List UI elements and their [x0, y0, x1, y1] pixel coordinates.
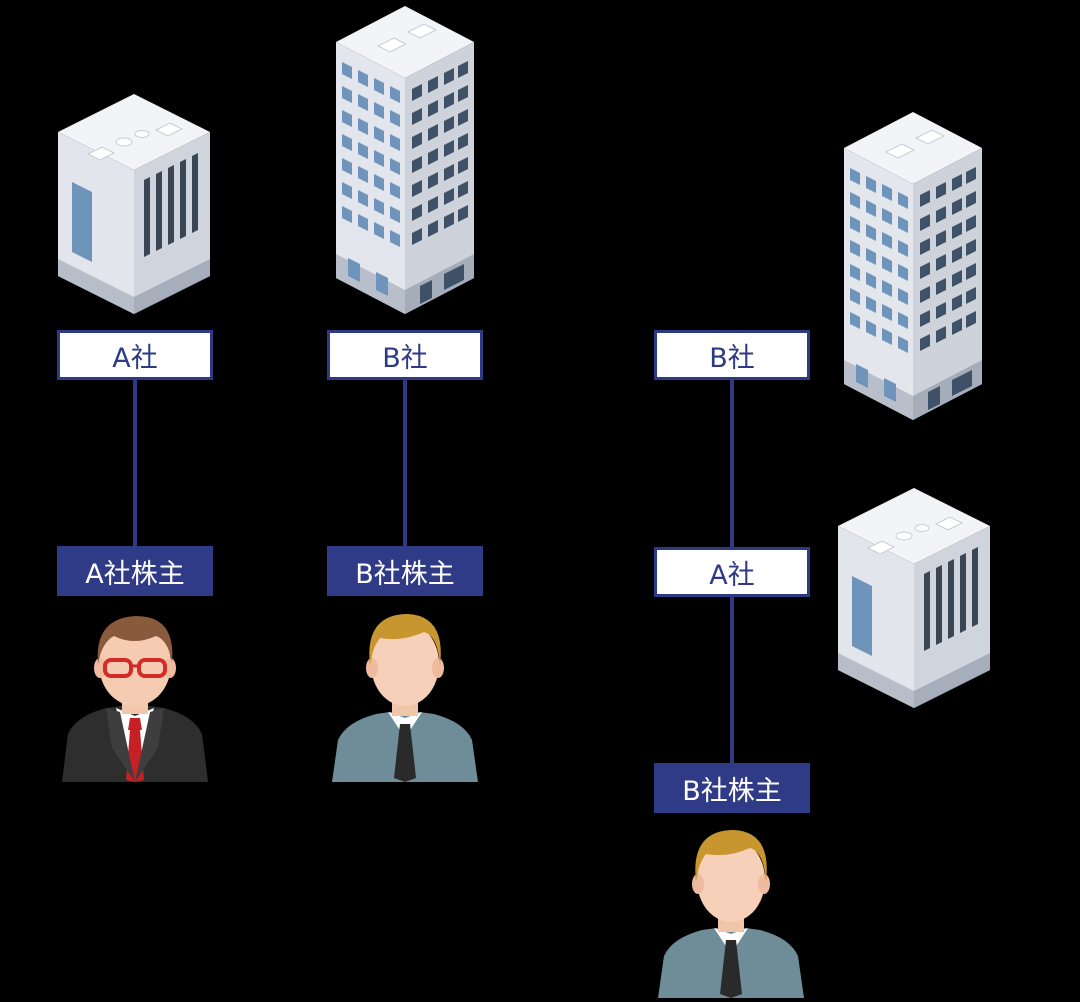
connector-line [403, 380, 407, 546]
subsidiary-company-a-label: A社 [654, 547, 810, 597]
shareholder-b-avatar [332, 614, 478, 782]
connector-line [133, 380, 137, 546]
connector-line [730, 597, 734, 763]
company-b-shareholder-label: B社株主 [327, 546, 483, 596]
building-a-illustration-right [838, 488, 990, 708]
company-b-shareholder-label-right: B社株主 [654, 763, 810, 813]
building-b-illustration [336, 6, 474, 314]
connector-line [730, 380, 734, 547]
shareholder-a-avatar [62, 616, 208, 782]
company-a-shareholder-label: A社株主 [57, 546, 213, 596]
parent-company-b-label: B社 [654, 330, 810, 380]
company-a-label: A社 [57, 330, 213, 380]
building-b-illustration-right [844, 112, 982, 420]
shareholder-b-avatar-right [658, 830, 804, 998]
building-a-illustration [58, 94, 210, 314]
company-b-label: B社 [327, 330, 483, 380]
